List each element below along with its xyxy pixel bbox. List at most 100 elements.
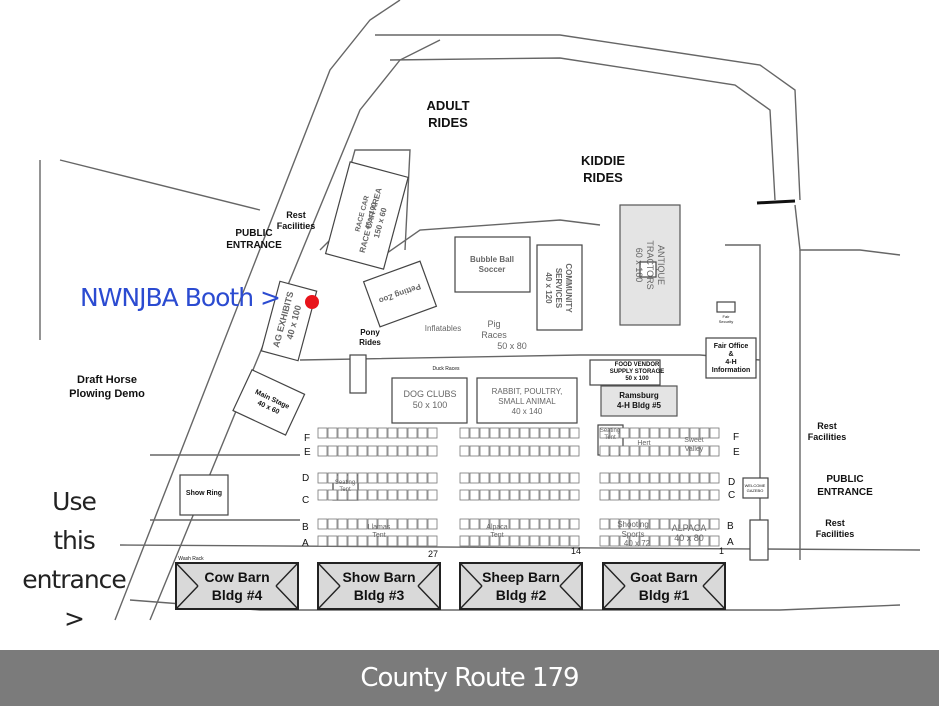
stall-r4-b0	[397, 518, 408, 530]
stall-r0-b2	[629, 427, 640, 439]
stall-r0-b2	[609, 427, 620, 439]
stall-r2-b1	[549, 472, 560, 484]
stall-r2-b2	[629, 472, 640, 484]
kiddie-rest-facilities	[639, 261, 657, 278]
entrance-hint: Use this entrance >	[14, 482, 134, 638]
stall-r2-b1	[459, 472, 470, 484]
stall-r5-b2	[609, 535, 620, 547]
lot-number-27: 27	[428, 549, 438, 559]
stall-r2-b0	[417, 472, 428, 484]
stall-r3-b1	[529, 489, 540, 501]
stall-r2-b1	[569, 472, 580, 484]
barn-outline	[317, 562, 441, 610]
stall-r0-b0	[367, 427, 378, 439]
road-name-banner: County Route 179	[0, 650, 939, 706]
stall-r4-b1	[509, 518, 520, 530]
stall-r3-b0	[327, 489, 338, 501]
stall-r5-b1	[549, 535, 560, 547]
stall-r4-b2	[639, 518, 650, 530]
stall-r3-b1	[549, 489, 560, 501]
barn-roof-line	[559, 562, 583, 587]
stall-r1-b2	[669, 445, 680, 457]
row-letter-b-east: B	[727, 521, 734, 532]
barn-roof-line	[175, 585, 199, 610]
barn-roof-line	[559, 585, 583, 610]
stall-r1-b0	[337, 445, 348, 457]
stall-r4-b1	[469, 518, 480, 530]
stall-r2-b2	[599, 472, 610, 484]
stall-r1-b1	[459, 445, 470, 457]
stall-r1-b2	[679, 445, 690, 457]
stall-r1-b1	[489, 445, 500, 457]
barn-roof-line	[602, 562, 626, 587]
barn-roof-line	[417, 585, 441, 610]
stall-r2-b2	[689, 472, 700, 484]
stall-r0-b1	[509, 427, 520, 439]
stall-r4-b1	[539, 518, 550, 530]
stall-r0-b2	[689, 427, 700, 439]
stall-r5-b0	[327, 535, 338, 547]
stall-r3-b0	[347, 489, 358, 501]
stall-r3-b0	[387, 489, 398, 501]
wash-rack-label: Wash Rack	[178, 556, 204, 562]
stall-r4-b2	[629, 518, 640, 530]
row-letter-d-west: D	[302, 473, 309, 484]
bubble-ball-building	[454, 236, 531, 293]
stall-r0-b2	[699, 427, 710, 439]
stall-r4-b0	[407, 518, 418, 530]
stall-r1-b0	[407, 445, 418, 457]
stall-r0-b0	[407, 427, 418, 439]
barn-roof-line	[275, 562, 299, 587]
stall-r4-b2	[679, 518, 690, 530]
rabbit-poultry-building	[476, 377, 578, 424]
stall-r3-b2	[639, 489, 650, 501]
fair-security-building	[716, 301, 736, 313]
barn-outline	[602, 562, 726, 610]
stall-r2-b2	[669, 472, 680, 484]
stall-r0-b0	[337, 427, 348, 439]
barn-roof-line	[417, 562, 441, 587]
stall-r4-b0	[357, 518, 368, 530]
main-stage-building	[232, 369, 306, 436]
barn-roof-line	[175, 562, 199, 587]
stall-r4-b2	[599, 518, 610, 530]
stall-r4-b2	[659, 518, 670, 530]
stall-r5-b0	[427, 535, 438, 547]
stall-r1-b1	[539, 445, 550, 457]
welcome-gazebo-building	[742, 477, 769, 499]
stall-r3-b1	[489, 489, 500, 501]
stall-r2-b1	[479, 472, 490, 484]
stall-r2-b2	[709, 472, 720, 484]
stall-r5-b2	[649, 535, 660, 547]
stall-r2-b2	[639, 472, 650, 484]
stall-r3-b2	[609, 489, 620, 501]
stall-r1-b2	[649, 445, 660, 457]
stall-r3-b2	[629, 489, 640, 501]
stall-r4-b0	[367, 518, 378, 530]
stall-r0-b0	[377, 427, 388, 439]
stall-r1-b0	[397, 445, 408, 457]
stall-r5-b1	[479, 535, 490, 547]
stall-r0-b2	[679, 427, 690, 439]
stall-r1-b1	[549, 445, 560, 457]
stall-r0-b2	[659, 427, 670, 439]
dog-clubs-building	[391, 377, 468, 424]
stall-r0-b0	[317, 427, 328, 439]
stall-r4-b2	[649, 518, 660, 530]
stall-r4-b1	[499, 518, 510, 530]
small-shed-building	[349, 354, 367, 394]
stall-r4-b2	[669, 518, 680, 530]
